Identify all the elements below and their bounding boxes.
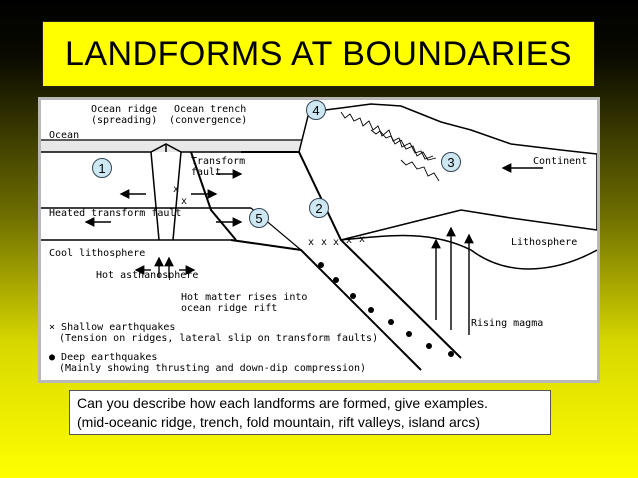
deep-earthquake-dots (318, 262, 454, 357)
question-box: Can you describe how each landforms are … (69, 390, 551, 435)
svg-text:x: x (359, 234, 365, 245)
label-transform: Transform (191, 156, 246, 167)
svg-text:x: x (321, 237, 327, 248)
question-line-1: Can you describe how each landforms are … (77, 395, 488, 411)
subduction-slab-top (241, 151, 462, 359)
label-fault: fault (191, 167, 222, 178)
label-ocean-ridge: Ocean ridge (91, 104, 158, 115)
question-line-2: (mid-oceanic ridge, trench, fold mountai… (77, 414, 481, 430)
marker-1: 1 (92, 158, 112, 178)
label-hot-matter-line2: ocean ridge rift (181, 303, 278, 314)
svg-text:x: x (181, 196, 187, 207)
motion-arrows (84, 163, 543, 278)
label-ocean-trench: Ocean trench (174, 104, 247, 115)
svg-text:x: x (308, 237, 314, 248)
marker-2: 2 (309, 198, 329, 218)
label-lithosphere: Lithosphere (511, 237, 578, 248)
legend-shallow-earthquakes-note: (Tension on ridges, lateral slip on tran… (59, 333, 379, 344)
legend-deep-earthquakes-note: (Mainly showing thrusting and down-dip c… (59, 363, 367, 374)
marker-5: 5 (249, 208, 269, 228)
marker-3: 3 (441, 152, 461, 172)
title-box: LANDFORMS AT BOUNDARIES (42, 21, 595, 87)
rising-magma-arrows (431, 226, 474, 335)
legend-shallow-earthquakes: × Shallow earthquakes (49, 322, 176, 333)
continent-block (298, 103, 597, 241)
label-convergence: (convergence) (169, 115, 248, 126)
marker-4: 4 (306, 100, 326, 120)
label-ocean: Ocean (49, 130, 80, 141)
mountain-texture (340, 111, 434, 160)
svg-text:x: x (333, 237, 339, 248)
label-hot-matter-line1: Hot matter rises into (181, 292, 308, 303)
label-cool-lithosphere: Cool lithosphere (49, 248, 146, 259)
legend-deep-earthquakes: ● Deep earthquakes (49, 352, 158, 363)
label-spreading: (spreading) (91, 115, 158, 126)
label-rising-magma: Rising magma (471, 318, 544, 329)
svg-text:x: x (173, 184, 179, 195)
label-heated-transform-fault: Heated transform fault (49, 208, 182, 219)
ocean-water (41, 140, 341, 152)
page-title: LANDFORMS AT BOUNDARIES (64, 34, 573, 73)
label-hot-asthenosphere: Hot asthanosphere (96, 270, 199, 281)
svg-text:x: x (346, 235, 352, 246)
label-continent: Continent (533, 156, 588, 167)
